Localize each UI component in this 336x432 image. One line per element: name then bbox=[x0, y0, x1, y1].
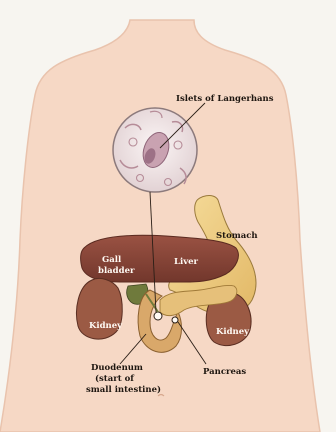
label-duodenum-line1: Duodenum bbox=[91, 363, 143, 373]
label-pancreas: Pancreas bbox=[203, 367, 246, 377]
label-liver: Liver bbox=[174, 257, 199, 267]
label-duodenum-line3: small intestine) bbox=[86, 384, 161, 395]
torso-silhouette bbox=[0, 20, 320, 432]
label-gall-line2: bladder bbox=[98, 266, 135, 276]
pancreas-marker-2 bbox=[172, 317, 178, 323]
pancreas-marker-1 bbox=[154, 312, 162, 320]
label-kidney-left: Kidney bbox=[89, 321, 123, 331]
label-gall-line1: Gall bbox=[102, 255, 122, 265]
label-duodenum-line2: (start of bbox=[95, 373, 135, 384]
islets-magnified-view bbox=[113, 108, 197, 192]
label-islets: Islets of Langerhans bbox=[176, 94, 274, 104]
label-stomach: Stomach bbox=[216, 231, 258, 241]
label-kidney-right: Kidney bbox=[216, 327, 250, 337]
